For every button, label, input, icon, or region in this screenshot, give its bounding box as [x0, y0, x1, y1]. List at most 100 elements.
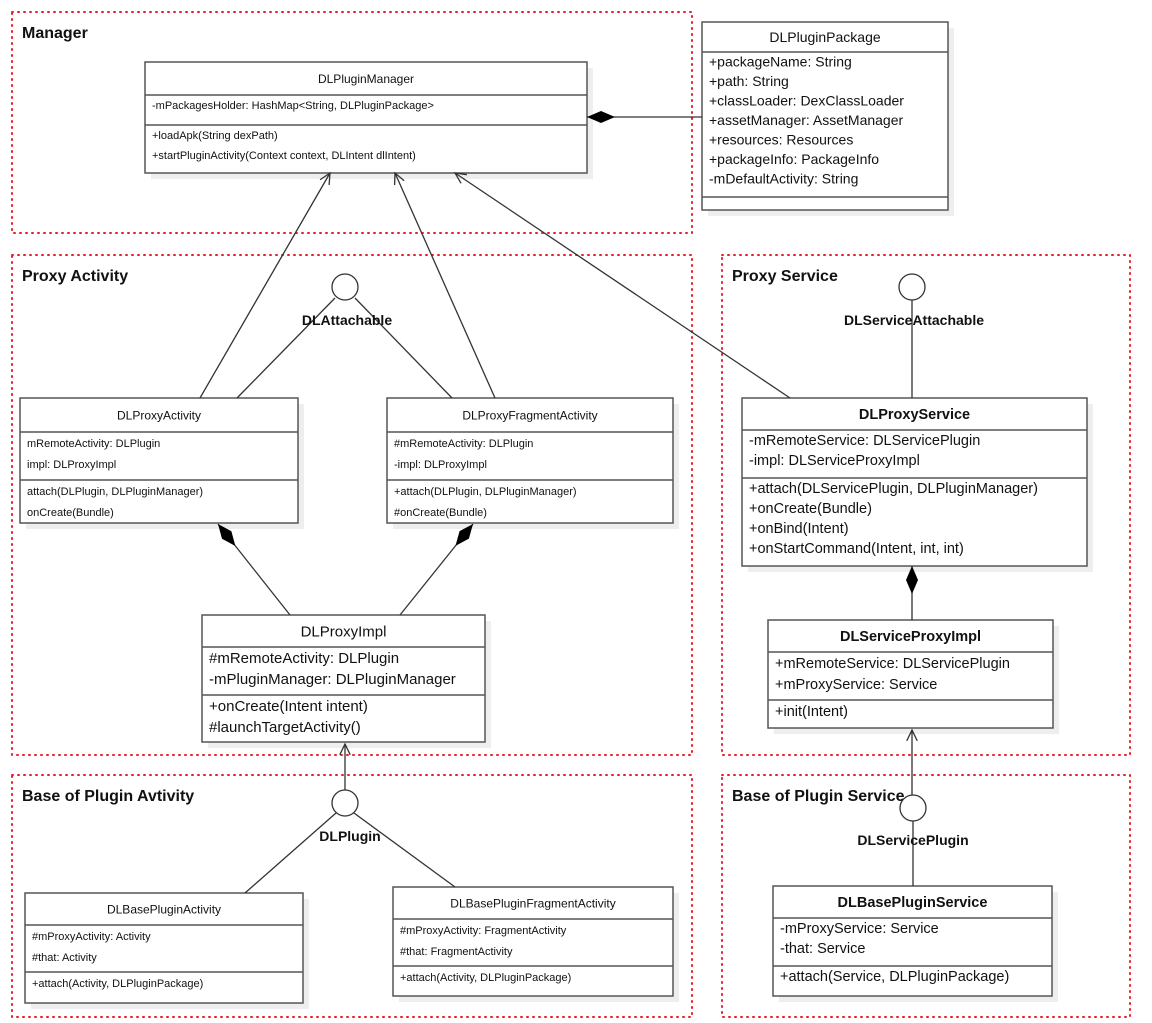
class-method: onCreate(Bundle) — [27, 507, 114, 519]
class-method: +loadApk(String dexPath) — [152, 130, 278, 142]
region-proxy-activity: Proxy Activity — [11, 254, 693, 756]
interface-label: DLServicePlugin — [857, 832, 968, 848]
class-dlbasepluginfragmentactivity: DLBasePluginFragmentActivity#mProxyActiv… — [392, 886, 679, 1002]
composition-diamond-icon — [906, 566, 918, 594]
composition-diamond-icon — [587, 111, 615, 123]
region-border — [721, 254, 1131, 756]
class-box — [24, 892, 304, 1004]
class-box — [386, 397, 674, 524]
class-method: +init(Intent) — [775, 704, 848, 720]
class-attribute: #that: Activity — [32, 952, 97, 964]
interface-lollipop-icon — [899, 794, 927, 822]
region-title: Manager — [22, 25, 88, 42]
region-title: Base of Plugin Service — [732, 788, 905, 805]
class-attribute: impl: DLProxyImpl — [27, 459, 116, 471]
class-attribute: #mProxyActivity: Activity — [32, 931, 151, 943]
class-attribute: -mProxyService: Service — [780, 921, 939, 937]
interface-dlserviceattachable: DLServiceAttachable — [844, 273, 984, 328]
class-attribute: -mDefaultActivity: String — [709, 171, 858, 187]
arrowhead-icon — [319, 171, 331, 186]
class-name: DLProxyFragmentActivity — [462, 408, 597, 422]
class-method: +onCreate(Intent intent) — [209, 698, 368, 715]
class-box — [19, 397, 299, 524]
region-border — [721, 774, 1131, 1018]
class-method: +attach(DLPlugin, DLPluginManager) — [394, 486, 577, 498]
class-name: DLBasePluginService — [838, 895, 988, 911]
class-dlserviceproxyimpl: DLServiceProxyImpl +mRemoteService: DLSer… — [767, 619, 1059, 734]
class-box — [201, 614, 486, 743]
realization-proxyactivity — [236, 297, 336, 399]
class-attribute: -mRemoteService: DLServicePlugin — [749, 433, 980, 449]
region-base-activity: Base of Plugin Avtivity — [11, 774, 693, 1018]
class-attribute: -impl: DLServiceProxyImpl — [749, 453, 920, 469]
class-attribute: +resources: Resources — [709, 132, 853, 148]
class-attribute: +packageName: String — [709, 54, 852, 70]
interface-lollipop-icon — [331, 273, 359, 301]
class-name: DLPluginManager — [318, 72, 414, 86]
class-name: DLProxyImpl — [301, 623, 387, 640]
class-method: +onBind(Intent) — [749, 521, 849, 537]
region-border — [11, 254, 693, 756]
class-attribute: +path: String — [709, 73, 789, 89]
class-attribute: -impl: DLProxyImpl — [394, 459, 487, 471]
class-name: DLProxyActivity — [117, 408, 201, 422]
realization-basepluginfragmentactivity — [353, 812, 456, 888]
class-dlbasepluginactivity: DLBasePluginActivity #mProxyActivity: Act… — [24, 892, 309, 1009]
interface-label: DLPlugin — [319, 828, 380, 844]
interface-lollipop-icon — [898, 273, 926, 301]
class-attribute: #mRemoteActivity: DLPlugin — [394, 438, 533, 450]
class-attribute: +mRemoteService: DLServicePlugin — [775, 656, 1010, 672]
interface-lollipop-icon — [331, 789, 359, 817]
interface-dlattachable: DLAttachable — [302, 273, 392, 328]
class-method: #onCreate(Bundle) — [394, 507, 487, 519]
class-box — [144, 61, 588, 174]
interface-label: DLAttachable — [302, 312, 392, 328]
class-dlproxyfragmentactivity: DLProxyFragmentActivity #mRemoteActivity:… — [386, 397, 679, 529]
class-method: #launchTargetActivity() — [209, 719, 361, 736]
arrowhead-icon — [339, 742, 351, 756]
class-box — [392, 886, 674, 997]
class-method: attach(DLPlugin, DLPluginManager) — [27, 486, 203, 498]
arrowhead-icon — [906, 728, 918, 742]
composition-diamond-icon — [218, 524, 236, 546]
class-attribute: +assetManager: AssetManager — [709, 112, 904, 128]
class-attribute: -that: Service — [780, 941, 865, 957]
class-method: +attach(Activity, DLPluginPackage) — [32, 978, 203, 990]
arrowhead-icon — [393, 171, 405, 186]
class-box — [767, 619, 1054, 729]
class-attribute: +mProxyService: Service — [775, 677, 937, 693]
dependency-proxyactivity-manager — [199, 172, 331, 399]
class-name: DLPluginPackage — [769, 29, 881, 45]
region-title: Proxy Service — [732, 268, 838, 285]
class-attribute: #mRemoteActivity: DLPlugin — [209, 650, 399, 667]
class-attribute: mRemoteActivity: DLPlugin — [27, 438, 160, 450]
class-name: DLServiceProxyImpl — [840, 629, 981, 645]
class-attribute: +classLoader: DexClassLoader — [709, 93, 904, 109]
class-attribute: -mPackagesHolder: HashMap<String, DLPlug… — [152, 100, 434, 112]
class-box — [701, 21, 949, 211]
region-manager: Manager — [11, 11, 693, 234]
class-method: +onStartCommand(Intent, int, int) — [749, 541, 964, 557]
class-method: +attach(DLServicePlugin, DLPluginManager… — [749, 481, 1038, 497]
realization-fragmentactivity — [354, 297, 453, 399]
class-method: +onCreate(Bundle) — [749, 501, 872, 517]
region-border — [11, 774, 693, 1018]
class-attribute: +packageInfo: PackageInfo — [709, 151, 879, 167]
class-dlbasepluginservice: DLBasePluginService -mProxyService: Servi… — [772, 885, 1058, 1002]
class-dlpluginmanager: DLPluginManager -mPackagesHolder: HashMap… — [144, 61, 593, 179]
dependency-proxyservice-manager — [454, 172, 791, 399]
class-dlproxyactivity: DLProxyActivity mRemoteActivity: DLPlugin… — [19, 397, 304, 529]
class-name: DLProxyService — [859, 407, 970, 423]
region-title: Proxy Activity — [22, 268, 128, 285]
class-attribute: #that: FragmentActivity — [400, 946, 513, 958]
class-box — [741, 397, 1088, 567]
class-dlpluginpackage: DLPluginPackage +packageName: String +path… — [701, 21, 954, 216]
interface-dlplugin: DLPlugin — [319, 789, 381, 844]
region-title: Base of Plugin Avtivity — [22, 788, 194, 805]
class-method: +attach(Activity, DLPluginPackage) — [400, 972, 571, 984]
region-base-service: Base of Plugin Service — [721, 774, 1131, 1018]
class-attribute: -mPluginManager: DLPluginManager — [209, 671, 456, 688]
class-name: DLBasePluginActivity — [107, 902, 221, 916]
